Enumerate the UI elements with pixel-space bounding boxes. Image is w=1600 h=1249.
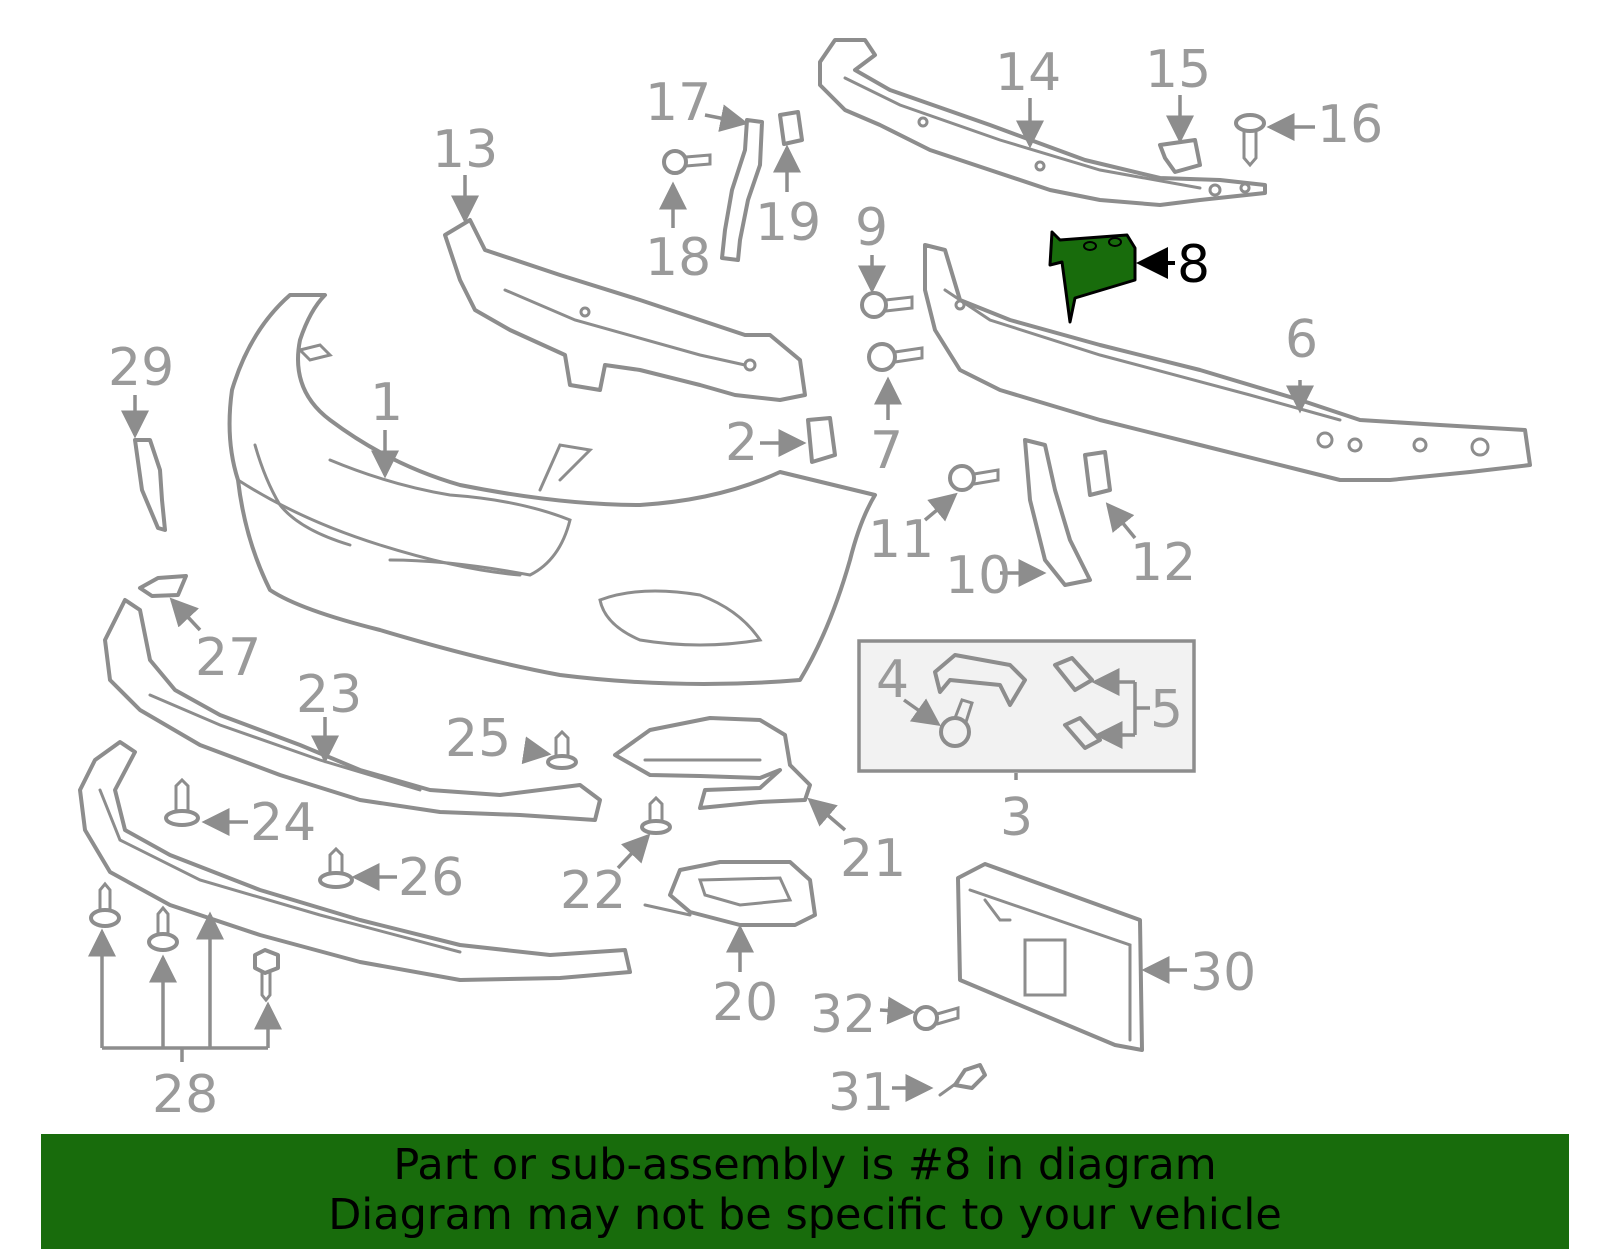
part-28-screws bbox=[89, 881, 280, 1003]
part-12-clip bbox=[1083, 450, 1112, 497]
part-18-bolt bbox=[662, 149, 712, 175]
part-7-bolt bbox=[867, 342, 924, 372]
part-14-tie-bar bbox=[818, 38, 1267, 207]
callout-24: 24 bbox=[250, 793, 316, 853]
callout-9: 9 bbox=[855, 198, 888, 258]
callout-15: 15 bbox=[1145, 40, 1211, 100]
part-6-impact-bar bbox=[923, 243, 1532, 482]
callout-2: 2 bbox=[725, 413, 758, 473]
part-21-fog-bezel bbox=[613, 716, 812, 810]
callout-16: 16 bbox=[1317, 95, 1383, 155]
callout-13: 13 bbox=[432, 120, 498, 180]
part-28-deflector bbox=[78, 740, 632, 982]
leader-arrows bbox=[88, 95, 1315, 1102]
callout-5: 5 bbox=[1150, 680, 1183, 740]
callout-23: 23 bbox=[296, 665, 362, 725]
banner-line-2: Diagram may not be specific to your vehi… bbox=[328, 1190, 1282, 1240]
callout-11: 11 bbox=[868, 510, 934, 570]
part-26-push-pin bbox=[318, 846, 354, 889]
callout-25: 25 bbox=[445, 709, 511, 769]
callout-19: 19 bbox=[755, 193, 821, 253]
part-22-push-pin bbox=[640, 795, 672, 835]
callout-10: 10 bbox=[945, 546, 1011, 606]
callout-30: 30 bbox=[1190, 943, 1256, 1003]
part-16-screw bbox=[1234, 113, 1266, 168]
callout-7: 7 bbox=[870, 421, 903, 481]
callout-18: 18 bbox=[645, 228, 711, 288]
banner-line-1: Part or sub-assembly is #8 in diagram bbox=[393, 1140, 1217, 1190]
part-30-license-bracket bbox=[956, 862, 1144, 1052]
part-11-bolt bbox=[948, 464, 1000, 492]
callout-32: 32 bbox=[810, 985, 876, 1045]
callout-1: 1 bbox=[370, 373, 403, 433]
part-15-clip bbox=[1158, 138, 1202, 174]
part-19-clip bbox=[778, 110, 804, 146]
callout-29: 29 bbox=[108, 338, 174, 398]
part-32-bolt bbox=[913, 1005, 960, 1031]
callout-12: 12 bbox=[1130, 533, 1196, 593]
callout-20: 20 bbox=[712, 973, 778, 1033]
part-13-upper-bracket bbox=[443, 218, 807, 402]
callout-4: 4 bbox=[876, 650, 909, 710]
part-2-clip bbox=[806, 416, 837, 464]
callout-28: 28 bbox=[152, 1065, 218, 1125]
callout-26: 26 bbox=[398, 848, 464, 908]
callout-31: 31 bbox=[828, 1063, 894, 1123]
part-17-bracket bbox=[720, 118, 764, 262]
part-8-bracket-highlighted bbox=[1048, 230, 1137, 324]
part-23-lower-reinforcement bbox=[103, 598, 602, 822]
callout-8: 8 bbox=[1177, 235, 1210, 295]
callout-labels: 1 2 3 4 5 6 7 8 9 10 11 12 13 14 15 16 1… bbox=[108, 40, 1383, 1125]
part-27-clip bbox=[138, 574, 188, 598]
callout-3: 3 bbox=[1000, 788, 1033, 848]
callout-6: 6 bbox=[1285, 310, 1318, 370]
part-24-push-pin bbox=[164, 777, 200, 827]
part-3-kit bbox=[857, 639, 1196, 773]
part-31-push-retainer bbox=[938, 1063, 987, 1097]
info-banner: Part or sub-assembly is #8 in diagram Di… bbox=[41, 1134, 1569, 1249]
callout-22: 22 bbox=[560, 861, 626, 921]
part-29-bracket bbox=[133, 438, 167, 532]
parts-diagram: 1 2 3 4 5 6 7 8 9 10 11 12 13 14 15 16 1… bbox=[78, 38, 1532, 1125]
part-20-fog-bezel bbox=[643, 860, 817, 927]
callout-21: 21 bbox=[840, 829, 906, 889]
callout-14: 14 bbox=[995, 43, 1061, 103]
callout-27: 27 bbox=[195, 628, 261, 688]
part-10-bracket bbox=[1023, 438, 1092, 587]
part-9-bolt bbox=[860, 291, 914, 319]
part-25-push-pin bbox=[546, 729, 578, 770]
part-1-bumper-fascia bbox=[227, 293, 877, 686]
callout-17: 17 bbox=[645, 73, 711, 133]
